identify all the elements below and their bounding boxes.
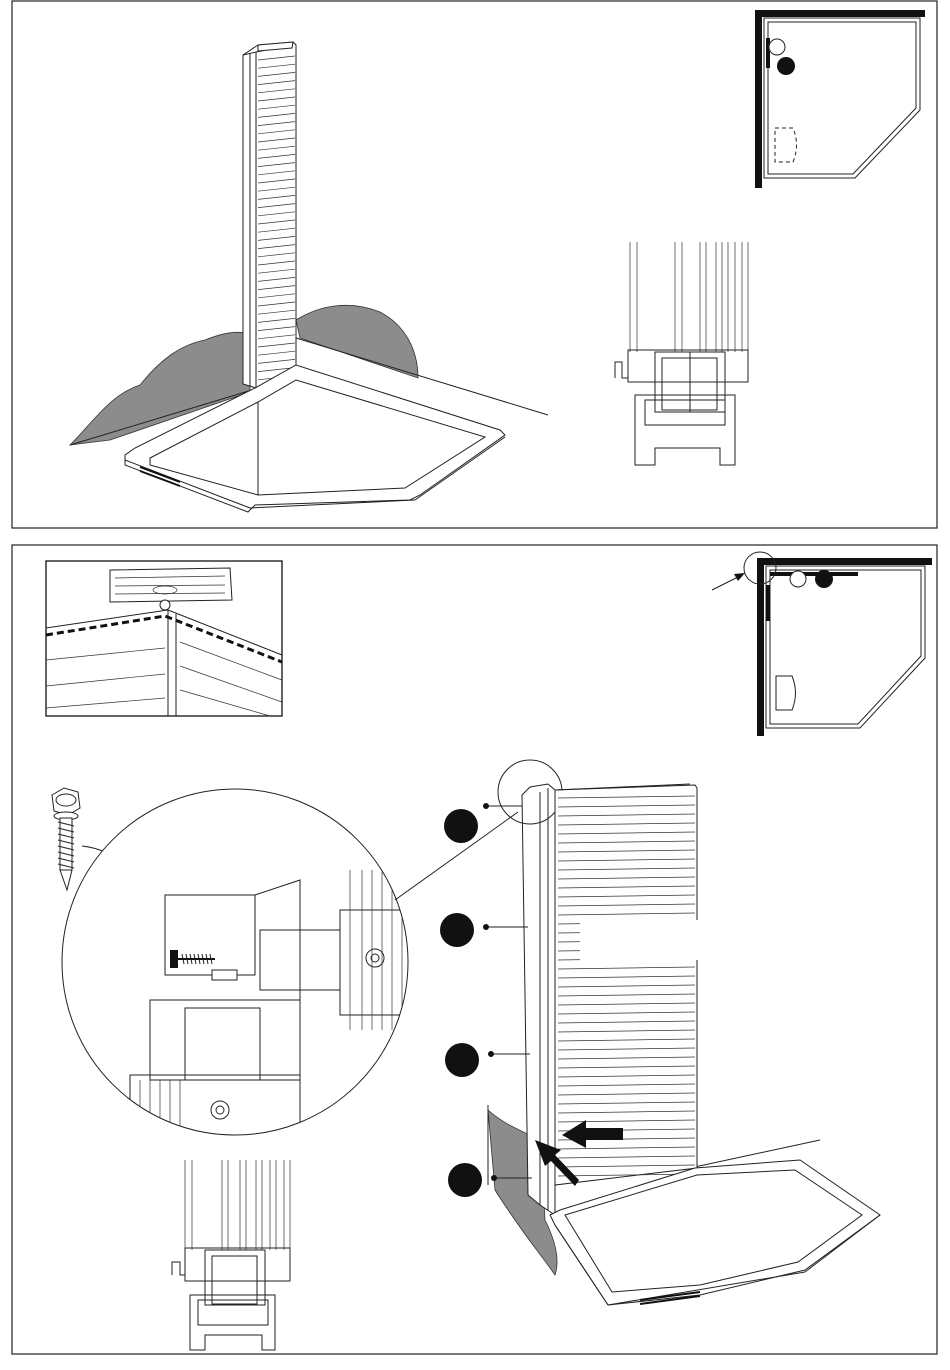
callout-dot-icon (444, 809, 478, 843)
screw-icon (491, 1175, 497, 1181)
callout-dot-icon (440, 913, 474, 947)
screw-icon (483, 924, 489, 930)
bottom-panel (12, 545, 937, 1354)
corner-wall-panel (243, 42, 296, 388)
screw-icon (483, 803, 489, 809)
callout-dot-icon (777, 57, 795, 75)
open-marker-icon (790, 571, 806, 587)
callout-dot-icon (445, 1043, 479, 1077)
open-marker-icon (769, 39, 785, 55)
callout-dot-icon (815, 570, 833, 588)
callout-dot-icon (448, 1163, 482, 1197)
screw-icon (488, 1051, 494, 1057)
top-panel (12, 1, 937, 528)
